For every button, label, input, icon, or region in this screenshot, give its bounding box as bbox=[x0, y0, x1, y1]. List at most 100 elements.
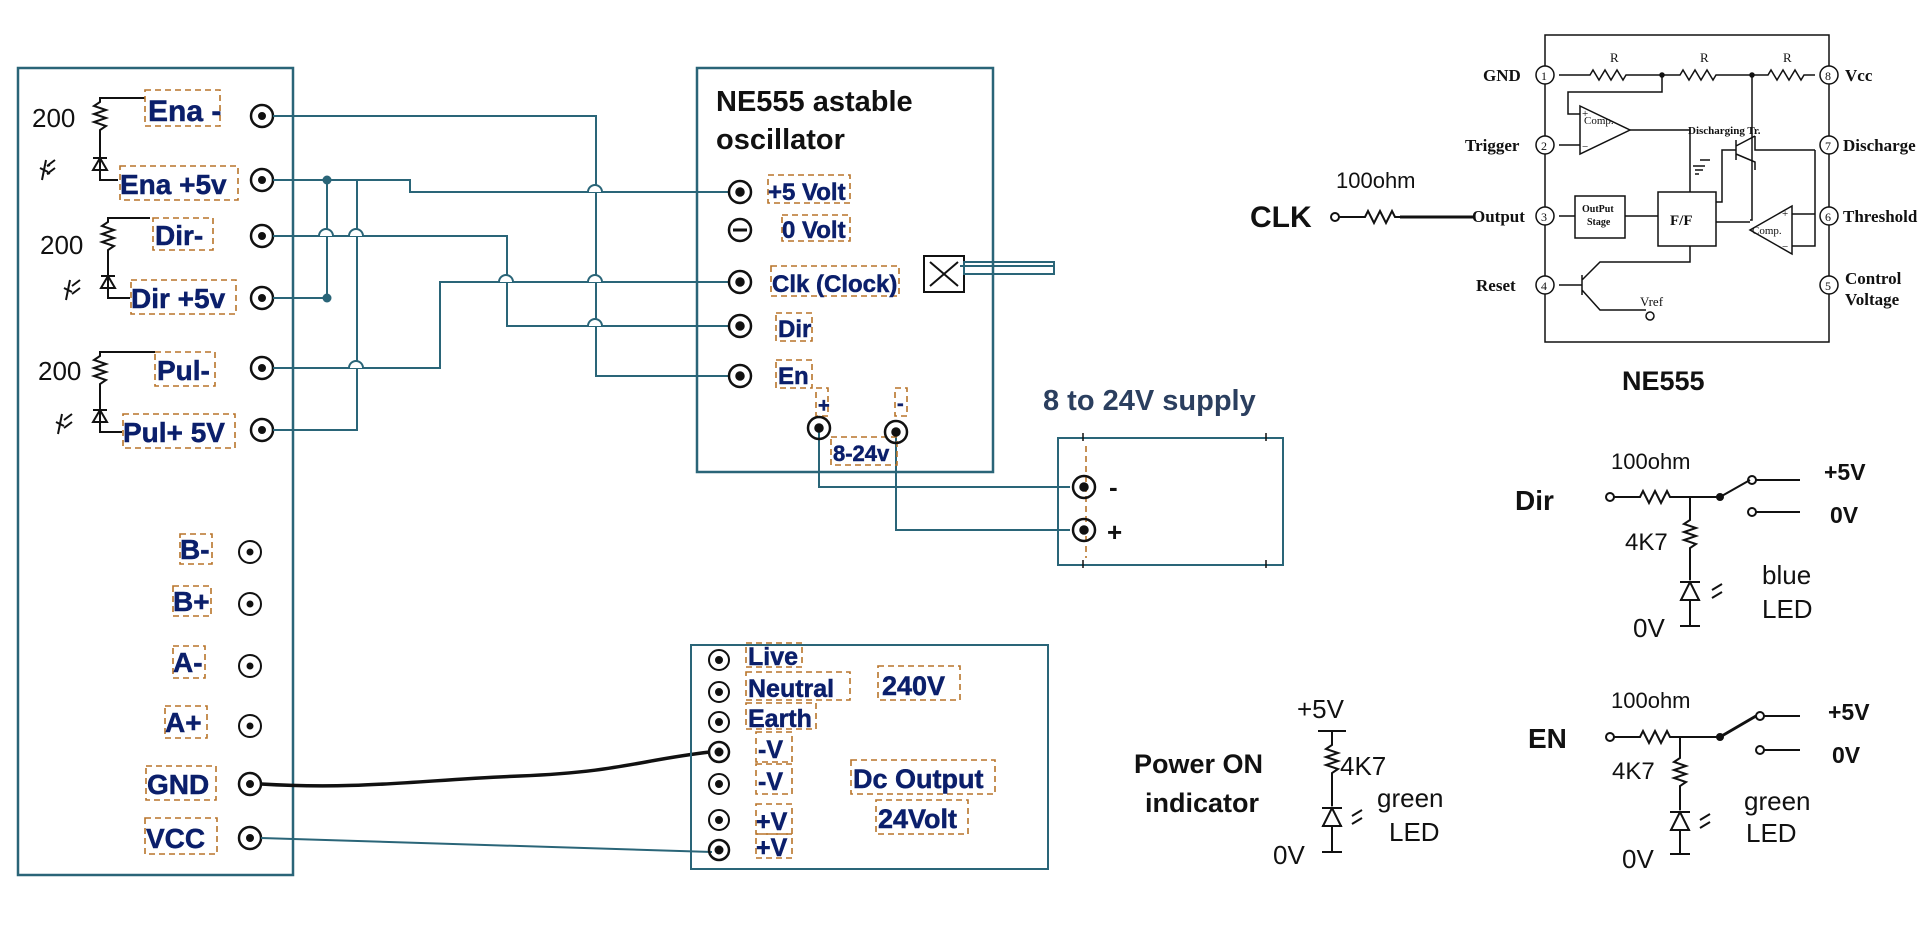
terminal-osc-5v[interactable] bbox=[727, 179, 753, 205]
en-led-line2: LED bbox=[1746, 818, 1797, 848]
dir-schematic bbox=[1605, 475, 1800, 627]
terminal-dir-plus[interactable] bbox=[249, 285, 275, 311]
terminal-a-minus[interactable] bbox=[238, 654, 262, 678]
ne555-pin7-num: 7 bbox=[1825, 139, 1831, 153]
terminal-label-b-minus: B- bbox=[180, 534, 210, 565]
terminal-supply-plus[interactable] bbox=[1071, 517, 1097, 543]
optocoupler-pul bbox=[55, 351, 155, 435]
terminal-label-gnd: GND bbox=[147, 769, 209, 800]
terminal-psu-neutral[interactable] bbox=[708, 681, 730, 703]
terminal-osc-plus[interactable] bbox=[806, 415, 832, 441]
ne555-pin1-num: 1 bbox=[1541, 69, 1547, 83]
ne555-pin5-name-line2: Voltage bbox=[1845, 290, 1900, 309]
optocoupler-dir bbox=[63, 217, 150, 301]
psu-label-earth: Earth bbox=[748, 705, 812, 733]
osc-label-5v: +5 Volt bbox=[768, 179, 846, 206]
osc-supply-minus: - bbox=[897, 393, 904, 415]
clk-resistor-icon bbox=[1330, 208, 1475, 226]
terminal-psu-minus-v2[interactable] bbox=[708, 773, 730, 795]
psu-dc-label-line1: Dc Output bbox=[853, 764, 983, 794]
en-circuit-label: EN bbox=[1528, 723, 1567, 754]
ne555-vref: Vref bbox=[1640, 294, 1664, 309]
osc-supply-label: 8-24v bbox=[833, 441, 890, 466]
terminal-vcc[interactable] bbox=[237, 825, 263, 851]
ne555-comp1: Comp. bbox=[1584, 115, 1614, 127]
wires bbox=[260, 115, 1070, 853]
ne555-comp2: Comp. bbox=[1752, 225, 1782, 237]
power-on-r-label: 4K7 bbox=[1340, 751, 1386, 781]
terminal-psu-live[interactable] bbox=[708, 649, 730, 671]
terminal-osc-minus[interactable] bbox=[883, 419, 909, 445]
dir-r2-label: 4K7 bbox=[1625, 529, 1668, 556]
ne555-pin3-num: 3 bbox=[1541, 210, 1547, 224]
ne555-comp1-minus: − bbox=[1582, 141, 1588, 153]
ne555-comp2-plus: + bbox=[1782, 208, 1788, 220]
ne555-discharging: Discharging Tr. bbox=[1688, 125, 1761, 137]
stepper-driver-block: 200 200 200 Ena - Ena +5v Dir- Dir +5v P… bbox=[16, 66, 295, 877]
terminal-ena-plus[interactable] bbox=[249, 167, 275, 193]
wire-hops bbox=[318, 184, 603, 369]
osc-label-clk: Clk (Clock) bbox=[772, 271, 897, 298]
power-on-label-line2: indicator bbox=[1145, 788, 1260, 818]
osc-label-0v: 0 Volt bbox=[782, 217, 846, 244]
ne555-pin1-name: GND bbox=[1483, 66, 1521, 85]
dir-led-circuit: Dir 100ohm 4K7 +5V 0V 0V blue LED bbox=[1515, 449, 1866, 643]
terminal-label-dir-plus: Dir +5v bbox=[131, 283, 226, 314]
psu-label-minus-v1: -V bbox=[758, 736, 783, 764]
terminal-pul-plus[interactable] bbox=[249, 417, 275, 443]
ne555-text: R R R 1 2 3 4 8 7 6 5 GND Trigger Output… bbox=[1465, 50, 1918, 396]
terminal-label-ena-plus: Ena +5v bbox=[120, 169, 227, 200]
resistor-label-dir: 200 bbox=[40, 230, 83, 260]
terminal-label-boxes bbox=[119, 89, 239, 855]
ne555-caption: NE555 bbox=[1622, 366, 1705, 396]
en-0v-bottom-label: 0V bbox=[1622, 844, 1654, 874]
terminal-label-b-plus: B+ bbox=[173, 586, 210, 617]
terminal-b-minus[interactable] bbox=[238, 540, 262, 564]
terminal-osc-en[interactable] bbox=[727, 363, 753, 389]
dir-resistor-label: 100ohm bbox=[1611, 449, 1691, 474]
osc-supply-plus: + bbox=[818, 395, 830, 417]
clk-input: CLK 100ohm bbox=[1250, 168, 1475, 234]
terminal-pul-minus[interactable] bbox=[249, 355, 275, 381]
osc-label-en: En bbox=[778, 363, 809, 390]
terminal-supply-minus[interactable] bbox=[1071, 474, 1097, 500]
terminal-osc-clk[interactable] bbox=[727, 269, 753, 295]
terminal-b-plus[interactable] bbox=[238, 592, 262, 616]
potentiometer-icon[interactable] bbox=[923, 255, 1055, 293]
terminal-dir-minus[interactable] bbox=[249, 223, 275, 249]
ne555-pin6-name: Threshold bbox=[1843, 207, 1918, 226]
terminal-a-plus[interactable] bbox=[238, 714, 262, 738]
resistor-label-pul: 200 bbox=[38, 356, 81, 386]
ne555-comp2-minus: − bbox=[1782, 241, 1788, 253]
terminal-psu-minus-v1[interactable] bbox=[707, 740, 731, 764]
ne555-pin6-num: 6 bbox=[1825, 210, 1831, 224]
terminal-osc-dir[interactable] bbox=[727, 313, 753, 339]
en-plus5-label: +5V bbox=[1828, 699, 1870, 725]
psu-label-plus-v2: +V bbox=[756, 834, 788, 862]
terminal-osc-0v[interactable] bbox=[727, 217, 753, 243]
power-on-led-line2: LED bbox=[1389, 817, 1440, 847]
terminal-psu-plus-v2[interactable] bbox=[707, 838, 731, 862]
ne555-pinout bbox=[1535, 34, 1839, 343]
ne555-pin4-num: 4 bbox=[1541, 279, 1547, 293]
en-led-circuit: EN 100ohm 4K7 +5V 0V 0V green LED bbox=[1528, 688, 1870, 874]
driver-terminals bbox=[237, 103, 275, 851]
ne555-pin2-name: Trigger bbox=[1465, 136, 1520, 155]
oscillator-label-boxes bbox=[767, 174, 908, 466]
clk-resistor-label: 100ohm bbox=[1336, 168, 1416, 193]
dc-supply-block: 8 to 24V supply - + bbox=[1043, 385, 1284, 568]
psu-label-live: Live bbox=[748, 643, 798, 671]
oscillator-board: NE555 astable oscillator +5 Volt 0 Volt … bbox=[695, 66, 1055, 474]
ne555-pin3-name: Output bbox=[1472, 207, 1525, 226]
psu-ac-label: 240V bbox=[882, 671, 945, 701]
ne555-pin4-name: Reset bbox=[1476, 276, 1516, 295]
terminal-label-a-plus: A+ bbox=[165, 707, 202, 738]
power-on-indicator: Power ON indicator +5V 4K7 0V green LED bbox=[1134, 694, 1444, 870]
terminal-gnd[interactable] bbox=[237, 771, 263, 797]
terminal-psu-plus-v1[interactable] bbox=[708, 809, 730, 831]
terminal-psu-earth[interactable] bbox=[708, 711, 730, 733]
psu-block: Live Neutral Earth -V -V +V +V 240V Dc O… bbox=[690, 642, 1049, 870]
ne555-pin2-num: 2 bbox=[1541, 139, 1547, 153]
terminal-ena-minus[interactable] bbox=[249, 103, 275, 129]
